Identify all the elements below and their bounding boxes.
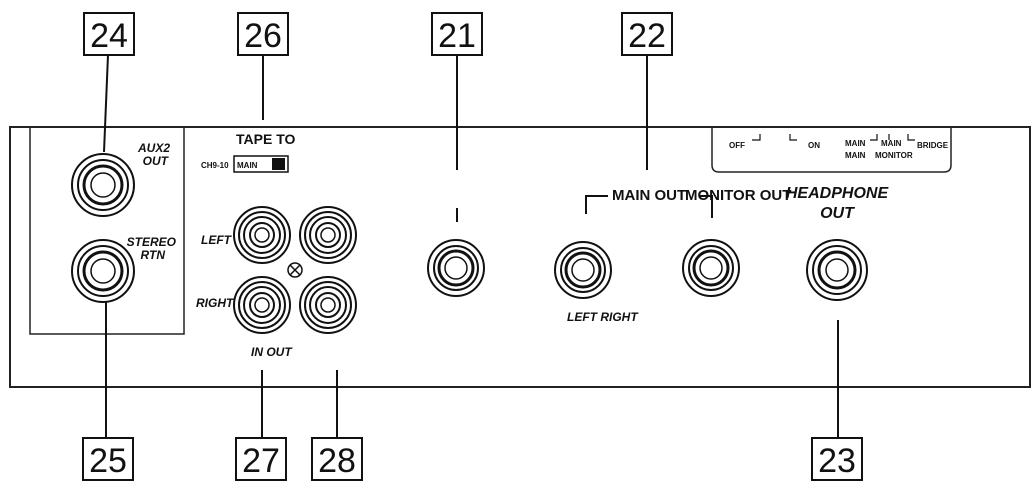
ground-screw-icon — [287, 262, 303, 278]
leader-lines — [103, 54, 839, 438]
rca-left-label: LEFT — [201, 233, 233, 247]
left-right-label: LEFT RIGHT — [567, 310, 639, 324]
callout-27: 27 — [235, 437, 287, 481]
stereo-rtn-jack[interactable] — [71, 239, 135, 303]
stereo-rtn-label-line2: RTN — [141, 248, 166, 262]
mode-on-label: ON — [808, 141, 820, 150]
callout-24-number: 24 — [90, 17, 128, 55]
mode-off-label: OFF — [729, 141, 745, 150]
ch9-10-label: CH9-10 — [201, 161, 229, 170]
callout-26: 26 — [237, 12, 289, 56]
tape-to-switch[interactable] — [233, 155, 289, 173]
callout-23-number: 23 — [818, 442, 856, 480]
aux2-out-jack[interactable] — [71, 153, 135, 217]
mode-subpanel — [711, 127, 952, 173]
aux2-out-label-line2: OUT — [143, 154, 170, 168]
panel-outline — [9, 126, 1031, 388]
tape-to-label: TAPE TO — [236, 131, 295, 147]
callout-21-number: 21 — [438, 17, 476, 55]
mode-selector: OFF ON MAIN MAIN MAIN MONITOR BRIDGE — [729, 134, 949, 160]
callout-25: 25 — [82, 437, 134, 481]
rca-left-out-jack[interactable] — [299, 206, 357, 264]
main-out-label: MAIN OUT — [612, 187, 686, 204]
rca-right-label: RIGHT — [196, 296, 235, 310]
callout-24: 24 — [83, 12, 135, 56]
callout-23: 23 — [811, 437, 863, 481]
callout-27-number: 27 — [242, 442, 280, 480]
headphone-out-jack[interactable] — [806, 239, 868, 301]
callout-22-number: 22 — [628, 17, 666, 55]
main-out-left-jack[interactable] — [554, 241, 612, 299]
rca-right-in-jack[interactable] — [233, 276, 291, 334]
callout-28: 28 — [311, 437, 363, 481]
stereo-rtn-label-line1: STEREO — [127, 235, 177, 249]
mode-main-main-label-line2: MAIN — [845, 151, 866, 160]
aux2-out-label-line1: AUX2 — [137, 141, 170, 155]
main-out-bracket-left — [585, 195, 608, 214]
mode-main-main-label-line1: MAIN — [845, 139, 866, 148]
mode-main-monitor-label-line1: MAIN — [881, 139, 902, 148]
callout-25-number: 25 — [89, 442, 127, 480]
main-label: MAIN — [237, 161, 258, 170]
monitor-out-label: MONITOR OUT — [685, 187, 791, 204]
callout-22: 22 — [621, 12, 673, 56]
main-out-bracket-right — [700, 195, 713, 218]
leader-24 — [103, 54, 109, 153]
headphone-out-label-line2: OUT — [820, 205, 855, 222]
headphone-out-label-line1: HEADPHONE — [786, 185, 890, 202]
jack-21[interactable] — [427, 239, 485, 297]
callout-28-number: 28 — [318, 442, 356, 480]
rca-left-in-jack[interactable] — [233, 206, 291, 264]
main-out-right-jack[interactable] — [682, 239, 740, 297]
rca-right-out-jack[interactable] — [299, 276, 357, 334]
in-out-label: IN OUT — [251, 345, 293, 359]
callout-21: 21 — [431, 12, 483, 56]
callout-26-number: 26 — [244, 17, 282, 55]
mode-bridge-label: BRIDGE — [917, 141, 949, 150]
mode-main-monitor-label-line2: MONITOR — [875, 151, 913, 160]
